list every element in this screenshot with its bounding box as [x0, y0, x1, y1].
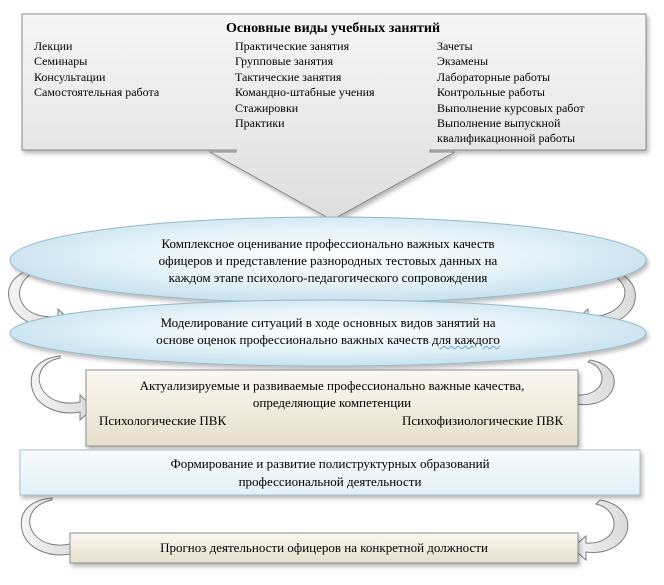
top-box-col3-item: Выполнение курсовых работ: [437, 100, 585, 115]
top-box-col1-item: Лекции: [34, 39, 73, 53]
box3-psychological: Психологические ПВК: [99, 413, 227, 428]
box4-line1: Формирование и развитие полиструктурных …: [170, 456, 490, 471]
top-box-col1-item: Консультации: [34, 69, 106, 84]
top-box-col2-item: Практики: [235, 116, 285, 131]
curved-arrow-left-2: [30, 355, 95, 422]
box4-line2: профессиональной деятельности: [238, 474, 422, 489]
ellipse2-line2: основе оценок профессионально важных кач…: [60, 332, 596, 347]
box3-psychophysiological: Психофизиологические ПВК: [402, 413, 564, 428]
box3-line1: Актуализируемые и развиваемые профессион…: [139, 378, 525, 393]
box-forecast: [69, 532, 579, 564]
main-arrow: [21, 13, 647, 221]
ellipse2-line1: Моделирование ситуаций в ходе основных в…: [160, 315, 496, 330]
ellipse1-line3: каждом этапе психолого-педагогического с…: [168, 270, 488, 285]
box-formation: [19, 449, 641, 496]
top-box-col3-item: Зачеты: [437, 39, 473, 53]
top-box-col2-item: Практические занятия: [235, 39, 350, 53]
ellipse2-line2-underlined: для каждого: [432, 332, 500, 347]
top-box-col3-item: квалификационной работы: [437, 131, 576, 146]
box5-line1: Прогноз деятельности офицеров на конкрет…: [160, 540, 488, 555]
curved-arrow-right-3: [571, 499, 629, 562]
top-box-col2-item: Стажировки: [235, 100, 299, 115]
top-box-col3-item: Экзамены: [437, 54, 489, 69]
ellipse1-line2: офицеров и представление разнородных тес…: [158, 253, 498, 268]
top-box-title: Основные виды учебных занятий: [225, 21, 441, 36]
top-box-col3-item: Контрольные работы: [437, 85, 545, 100]
top-box-col3-item: Выполнение выпускной: [437, 116, 561, 131]
box-competencies: [85, 369, 579, 447]
top-box-col2-item: Групповые занятия: [235, 54, 334, 69]
top-box-col1-item: Семинары: [34, 54, 88, 69]
top-box-col1-item: Самостоятельная работа: [34, 85, 160, 100]
box3-line2: определяющие компетенции: [252, 395, 412, 410]
top-box-col2-item: Тактические занятия: [235, 69, 342, 84]
top-box-col2-item: Командно-штабные учения: [235, 85, 375, 100]
ellipse1-line1: Комплексное оценивание профессионально в…: [161, 236, 495, 251]
top-box-col3-item: Лабораторные работы: [437, 69, 551, 84]
ellipse2-line2-text: основе оценок профессионально важных кач…: [156, 332, 432, 347]
ellipse-modeling: [9, 299, 647, 367]
